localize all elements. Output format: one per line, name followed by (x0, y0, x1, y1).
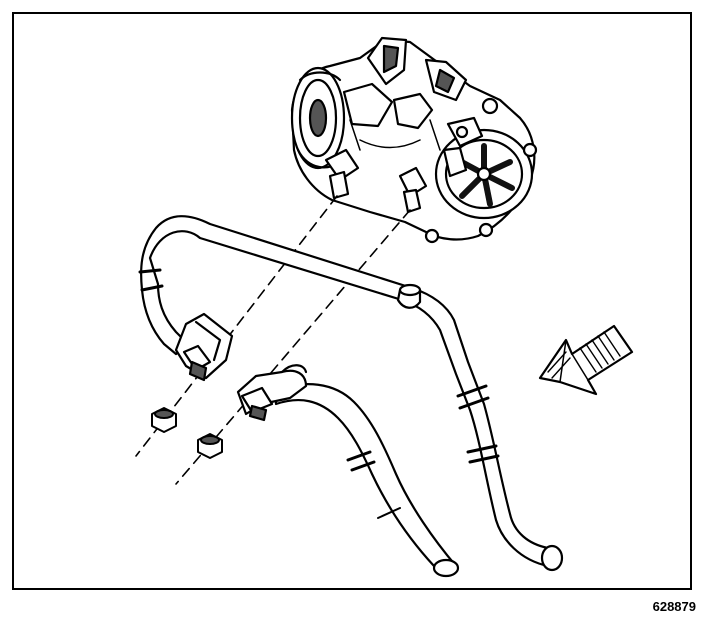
upper-fitting-nut (151, 407, 177, 433)
figure-frame (12, 12, 692, 590)
figure-id-number: 628879 (652, 599, 696, 614)
upper-hose-fitting-block (174, 312, 234, 382)
ac-compressor (290, 36, 538, 244)
lower-hose-fitting-block (236, 364, 308, 422)
refrigerant-hose-assembly (138, 215, 564, 578)
lower-fitting-nut (197, 433, 223, 459)
direction-arrow (538, 324, 634, 396)
